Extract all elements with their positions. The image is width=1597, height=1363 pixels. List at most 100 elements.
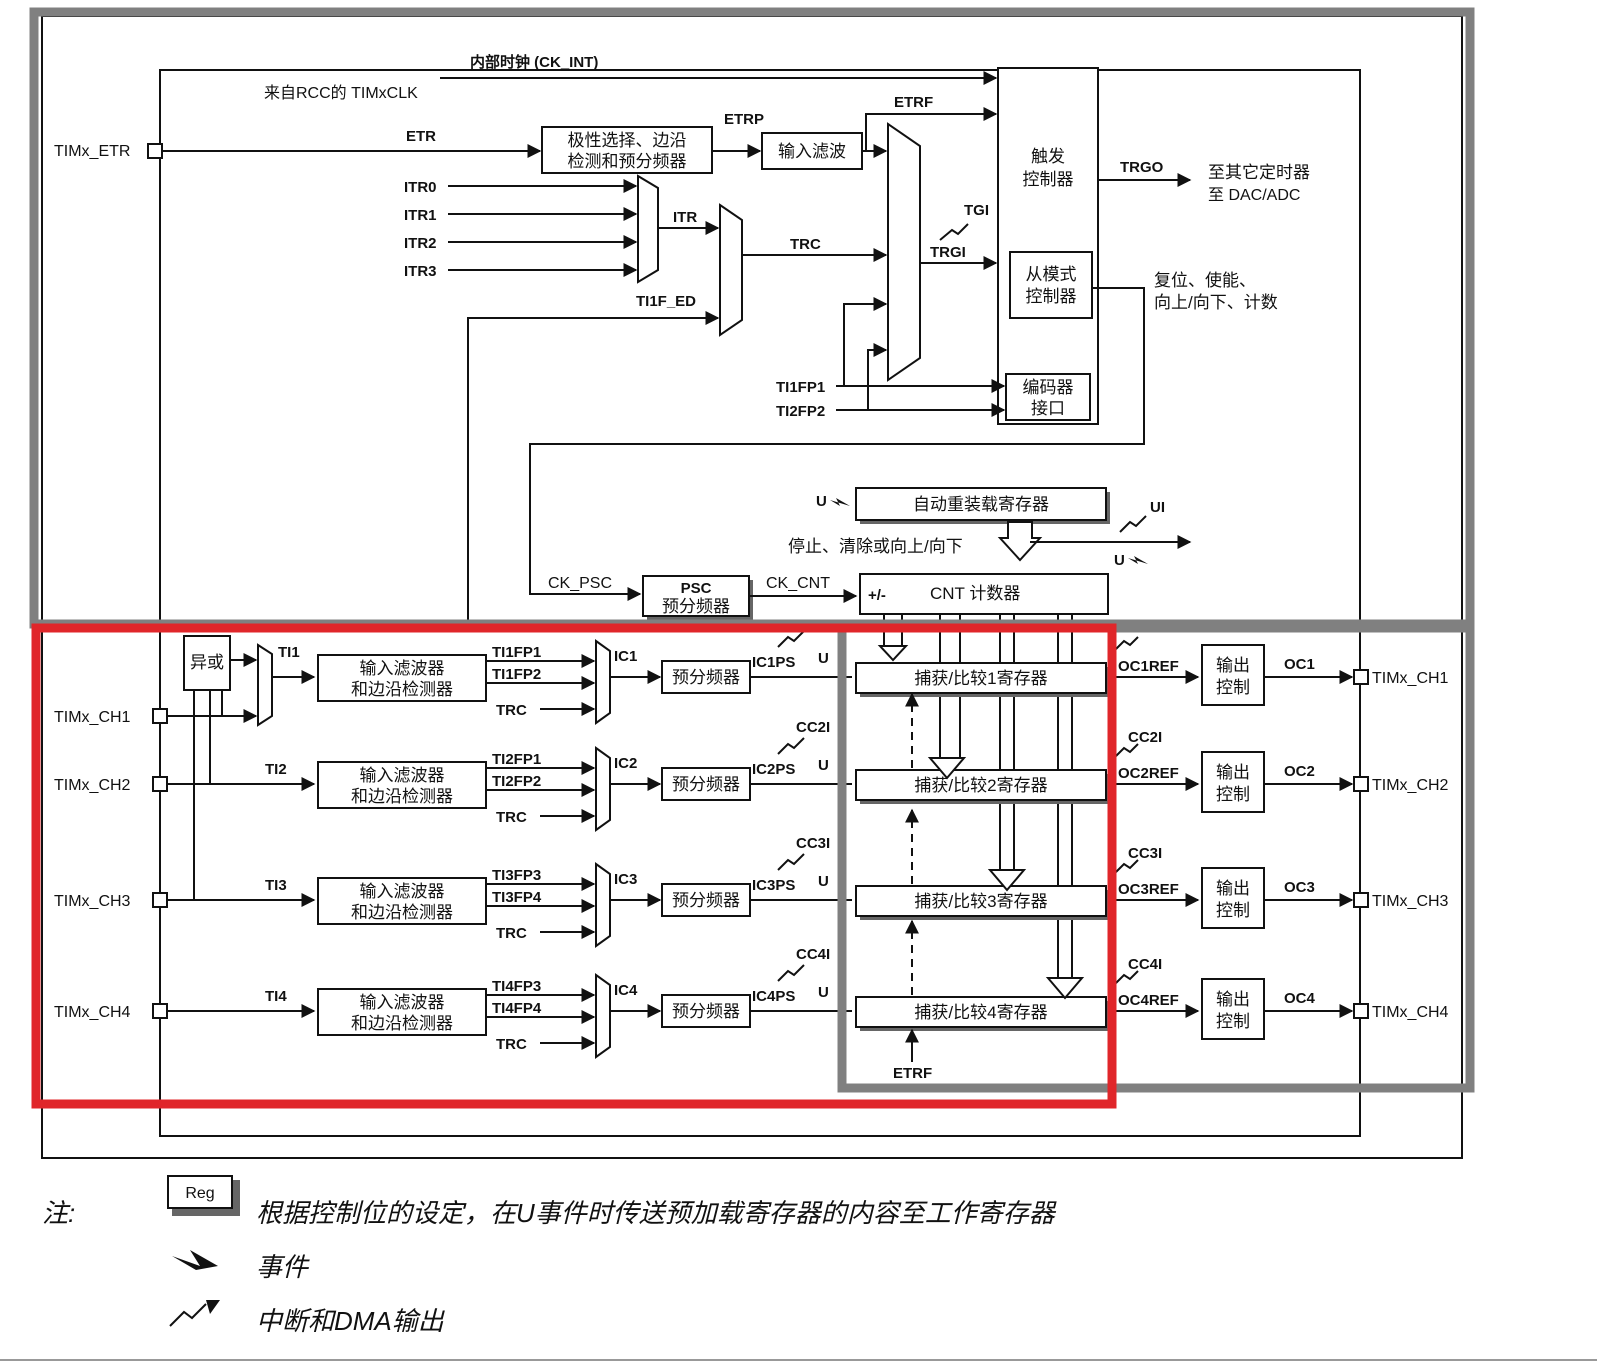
legend-event-text: 事件 <box>256 1252 310 1282</box>
ch1-prescaler-text: 预分频器 <box>672 668 740 687</box>
ch2-prescaler-block <box>661 767 751 801</box>
ch1-filter-block <box>317 654 487 702</box>
ch3-ocref-label: OC3REF <box>1118 881 1179 898</box>
ti3-label: TI3 <box>265 877 287 894</box>
ch1-output-ctrl-2: 控制 <box>1216 678 1250 697</box>
etrf-label: ETRF <box>894 94 933 111</box>
ch4-output-ctrl-block <box>1201 978 1265 1040</box>
ch4-cc-out-icon <box>1115 970 1139 984</box>
ch3-cc-out-icon <box>1115 859 1139 873</box>
ch3-ccr-text: 捕获/比较3寄存器 <box>914 892 1047 911</box>
ch1-fpb-label: TI1FP2 <box>492 666 541 683</box>
ch1-out-pin-label: TIMx_CH1 <box>1372 670 1449 687</box>
ch2-prescaler-text: 预分频器 <box>672 775 740 794</box>
ch2-pin-label: TIMx_CH2 <box>54 777 131 794</box>
ch3-trc-label: TRC <box>496 925 527 942</box>
trc-label: TRC <box>790 236 821 253</box>
ch1-trc-label: TRC <box>496 702 527 719</box>
cnt-arrow-3 <box>987 869 1027 892</box>
encoder-block <box>1005 373 1091 421</box>
ch4-ic-label: IC4 <box>614 982 638 999</box>
psc-text-2: 预分频器 <box>662 597 730 616</box>
itr0-label: ITR0 <box>404 179 437 196</box>
ch3-fpb-label: TI3FP4 <box>492 889 542 906</box>
legend-interrupt-arrow <box>206 1300 220 1314</box>
ch4-prescaler-block <box>661 994 751 1028</box>
ch3-oc-label: OC3 <box>1284 879 1315 896</box>
ch3-ccr-block <box>855 885 1107 917</box>
ch4-out-pin <box>1353 1003 1369 1019</box>
ch3-filter-block <box>317 877 487 925</box>
ch1-ocref-label: OC1REF <box>1118 658 1179 675</box>
ch1-prescaler-block <box>661 660 751 694</box>
trgo-label: TRGO <box>1120 159 1164 176</box>
reset-text-2: 向上/向下、计数 <box>1154 293 1278 312</box>
input-channels: TIMx_CH1TI1输入滤波器和边沿检测器TI1FP1TI1FP2TRCIC1… <box>54 630 1449 1059</box>
ti2-label: TI2 <box>265 761 287 778</box>
ti4-label: TI4 <box>265 988 287 1005</box>
trgi-label: TRGI <box>930 244 966 261</box>
ch2-u-label: U <box>818 757 829 774</box>
ch2-output-ctrl-block <box>1201 751 1265 813</box>
ck-psc-label: CK_PSC <box>548 575 612 592</box>
ch2-cc-label: CC2I <box>796 719 830 736</box>
cnt-arrow-1 <box>877 645 909 662</box>
ti1f-ed-line <box>467 311 720 620</box>
encoder-text-2: 接口 <box>1031 399 1065 418</box>
ch2-cc-out-icon <box>1115 743 1139 757</box>
ch2-ccr-block <box>855 769 1107 801</box>
legend-event-icon <box>172 1250 218 1270</box>
u-event-icon <box>1128 556 1148 564</box>
ch2-oc-label: OC2 <box>1284 763 1315 780</box>
ch4-ocref-label: OC4REF <box>1118 992 1179 1009</box>
polarity-text-2: 检测和预分频器 <box>568 152 687 171</box>
gray-highlight-right <box>837 623 1475 1093</box>
ch3-u-label: U <box>818 873 829 890</box>
ch1-icps-label: IC1PS <box>752 654 795 671</box>
ch2-fpb-label: TI2FP2 <box>492 773 541 790</box>
ch3-pin-label: TIMx_CH3 <box>54 893 131 910</box>
ch2-ic-mux <box>595 746 611 832</box>
arr-to-cnt-arrow <box>997 521 1043 562</box>
ck-int-label: 内部时钟 (CK_INT) <box>470 53 598 71</box>
ch3-cc-label: CC3I <box>796 835 830 852</box>
ch3-filter-text-2: 和边沿检测器 <box>351 903 453 922</box>
ch4-trc-label: TRC <box>496 1036 527 1053</box>
ch1-out-pin <box>1353 669 1369 685</box>
legend-reg-text: Reg <box>185 1185 214 1202</box>
polarity-block <box>541 126 713 174</box>
ck-cnt-label: CK_CNT <box>766 575 830 592</box>
ti1-label: TI1 <box>278 644 300 661</box>
ch4-filter-text-2: 和边沿检测器 <box>351 1014 453 1033</box>
ch4-pin-label: TIMx_CH4 <box>54 1004 131 1021</box>
etr-filter-block <box>761 132 863 170</box>
legend-reg-desc: 根据控制位的设定，在U事件时传送预加载寄存器的内容至工作寄存器 <box>256 1198 1057 1228</box>
rcc-label: 来自RCC的 TIMxCLK <box>264 84 418 102</box>
cnt-pm-text: +/- <box>868 587 886 604</box>
u-event-label: U <box>1114 552 1125 569</box>
cnt-block <box>859 573 1109 615</box>
ch1-cc-out-icon <box>1115 636 1139 650</box>
ch3-cc-out-label: CC3I <box>1128 845 1162 862</box>
xor-text: 异或 <box>190 653 224 672</box>
ch2-filter-block <box>317 761 487 809</box>
ch4-ccr-block <box>855 996 1107 1028</box>
ch2-ic-label: IC2 <box>614 755 637 772</box>
ch4-output-ctrl-2: 控制 <box>1216 1012 1250 1031</box>
etr-pin <box>147 143 163 159</box>
slave-to-psc-line <box>529 287 1145 601</box>
encoder-text-1: 编码器 <box>1023 378 1074 397</box>
tgi-label: TGI <box>964 202 989 219</box>
trigger-text-2: 控制器 <box>1023 170 1074 189</box>
polarity-text-1: 极性选择、边沿 <box>568 131 687 150</box>
ch2-trc-label: TRC <box>496 809 527 826</box>
arr-u-label: U <box>816 493 827 510</box>
ch4-cc-label: CC4I <box>796 946 830 963</box>
itr2-label: ITR2 <box>404 235 437 252</box>
ch2-ccr-text: 捕获/比较2寄存器 <box>914 776 1047 795</box>
ch2-icps-label: IC2PS <box>752 761 795 778</box>
ch2-out-pin-label: TIMx_CH2 <box>1372 777 1449 794</box>
trigger-controller-block <box>997 67 1099 425</box>
legend-reg-box <box>167 1175 233 1209</box>
